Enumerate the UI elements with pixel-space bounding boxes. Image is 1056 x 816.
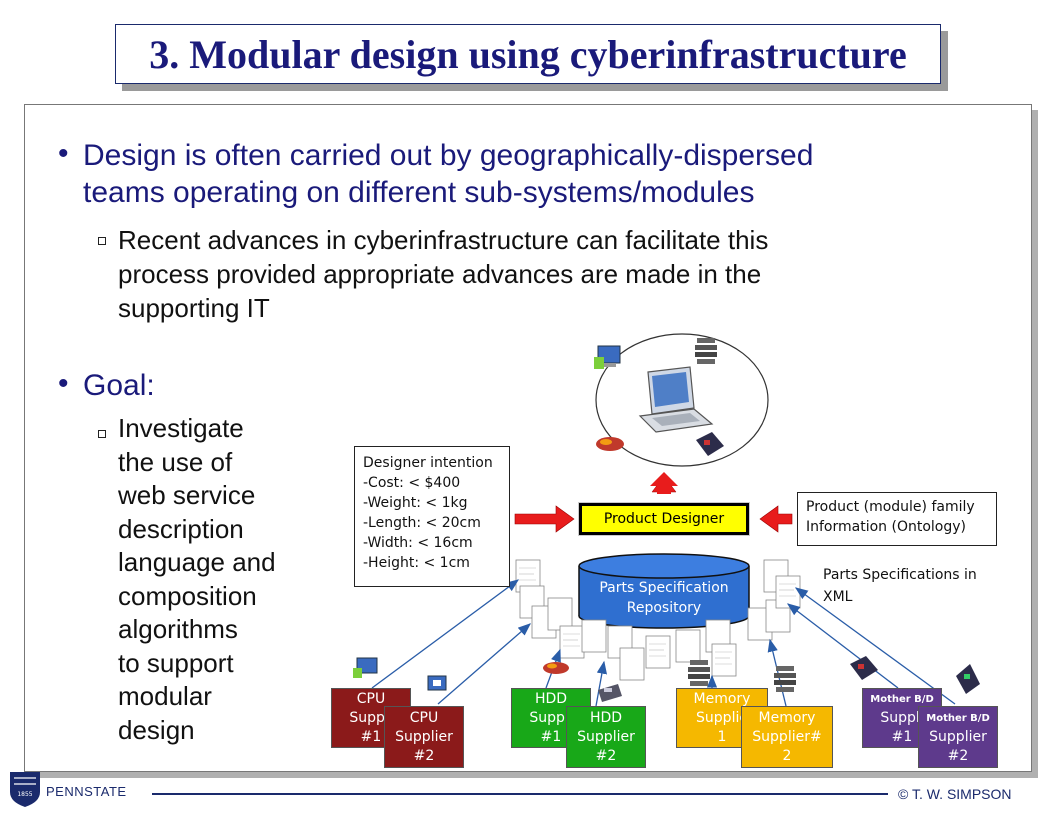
supplier-line: #1 [360, 728, 382, 745]
footer-rule [152, 793, 888, 795]
supplier-line: HDD [534, 690, 568, 707]
goal-line: Investigate [118, 413, 244, 443]
goal-line: web service [118, 480, 256, 510]
supplier-line: Supplie [696, 709, 748, 726]
supplier-line: 1 [717, 728, 727, 745]
intention-item: -Width: < 16cm [363, 535, 473, 551]
bullet-main-2: Goal: [83, 369, 155, 402]
supplier-line: CPU [356, 690, 386, 707]
intention-item: -Cost: < $400 [363, 475, 461, 491]
svg-text:1855: 1855 [17, 791, 32, 798]
repository-line: Parts Specification [599, 580, 729, 596]
footer-brand: PENNSTATE [46, 784, 127, 799]
supplier-line: Suppli [349, 709, 393, 726]
designer-intention-box: Designer intention -Cost: < $400 -Weight… [354, 446, 510, 587]
right-arrow [514, 505, 575, 533]
bullet-sub-1-line-1: Recent advances in cyberinfrastructure c… [118, 225, 769, 255]
supplier-line: Mother B/D [926, 712, 990, 724]
motherboard-icon [956, 664, 980, 694]
supplier-line: CPU [409, 709, 439, 726]
laptop-icon [638, 366, 714, 433]
supplier-line: #2 [413, 747, 435, 764]
goal-line: modular [118, 681, 212, 711]
cpu-icon [353, 657, 378, 678]
penn-state-shield-icon: 1855 [10, 772, 40, 807]
supplier-cpu-1: CPU Suppli #1 [331, 688, 411, 748]
xml-label: Parts Specifications in XML [823, 564, 977, 608]
bullet-sub-1-line-2: process provided appropriate advances ar… [118, 259, 762, 289]
bullet-dot: • [58, 367, 69, 400]
bullet-main-1-line-1: Design is often carried out by geographi… [83, 139, 814, 172]
supplier-hdd-2: HDD Supplier #2 [566, 706, 646, 768]
supplier-line: Mother B/D [870, 693, 934, 705]
supplier-line: Supplier [395, 728, 453, 745]
product-designer-box: Product Designer [578, 502, 750, 536]
goal-line: the use of [118, 446, 233, 477]
motherboard-icon [696, 432, 724, 456]
hdd-icon [543, 662, 569, 674]
hdd-icon [598, 684, 622, 702]
left-arrow [759, 505, 793, 533]
memory-icon [688, 660, 710, 686]
supplier-line: Supplier [929, 728, 987, 745]
intention-item: -Length: < 20cm [363, 515, 481, 531]
goal-line: composition [118, 580, 257, 611]
intention-item: -Height: < 1cm [363, 555, 470, 571]
supplier-line: Suppli [880, 709, 924, 726]
server-stack-icon [695, 338, 717, 364]
supplier-line: Supplier [577, 728, 635, 745]
motherboard-icon [850, 656, 878, 680]
cpu-chip-icon [427, 675, 447, 691]
bullet-dot: • [58, 137, 69, 170]
goal-list: Investigate the use of web service descr… [118, 412, 276, 747]
supplier-line: Memory [693, 690, 751, 707]
square-bullet-icon [98, 430, 106, 438]
supplier-line: #1 [540, 728, 562, 745]
intention-heading: Designer intention [363, 455, 493, 471]
supplier-line: #2 [947, 747, 969, 764]
supplier-line: #2 [595, 747, 617, 764]
supplier-line: 2 [782, 747, 792, 764]
slide-title: 3. Modular design using cyberinfrastruct… [149, 31, 907, 77]
xml-label-line: XML [823, 589, 853, 605]
goal-line: description [118, 513, 244, 544]
xml-label-line: Parts Specifications in [823, 567, 977, 583]
goal-line: language and [118, 547, 276, 577]
hard-drive-icon [596, 437, 624, 451]
repository-line: Repository [626, 600, 702, 616]
supplier-line: HDD [589, 709, 623, 726]
supplier-line: Suppli [529, 709, 573, 726]
family-info-line: Product (module) family [806, 499, 975, 515]
family-info-line: Information (Ontology) [806, 519, 966, 535]
supplier-line: Memory [758, 709, 816, 726]
square-bullet-icon [98, 237, 106, 245]
footer-copyright: © T. W. SIMPSON [898, 786, 1012, 802]
supplier-memory-2: Memory Supplier# 2 [741, 706, 833, 768]
memory-icon [774, 666, 796, 692]
bullet-main-1-line-2: teams operating on different sub-systems… [83, 176, 755, 209]
bullet-sub-1-line-3: supporting IT [118, 293, 270, 323]
supplier-line: Supplier# [752, 728, 822, 745]
supplier-cpu-2: CPU Supplier #2 [384, 706, 464, 768]
goal-line: algorithms [118, 614, 238, 644]
goal-line: to support [118, 647, 234, 678]
xml-documents-left [515, 559, 801, 681]
product-designer-label: Product Designer [603, 511, 725, 527]
supplier-motherboard-2: Mother B/D Supplier #2 [918, 706, 998, 768]
family-info-box: Product (module) family Information (Ont… [797, 492, 997, 546]
title-box: 3. Modular design using cyberinfrastruct… [115, 24, 941, 84]
monitor-icon [594, 345, 621, 369]
repository-label: Parts Specification Repository [579, 578, 749, 618]
intention-item: -Weight: < 1kg [363, 495, 468, 511]
goal-line: design [118, 714, 195, 745]
designer-ring [595, 333, 769, 467]
repository-cylinder [578, 553, 750, 629]
supplier-line: #1 [891, 728, 913, 745]
